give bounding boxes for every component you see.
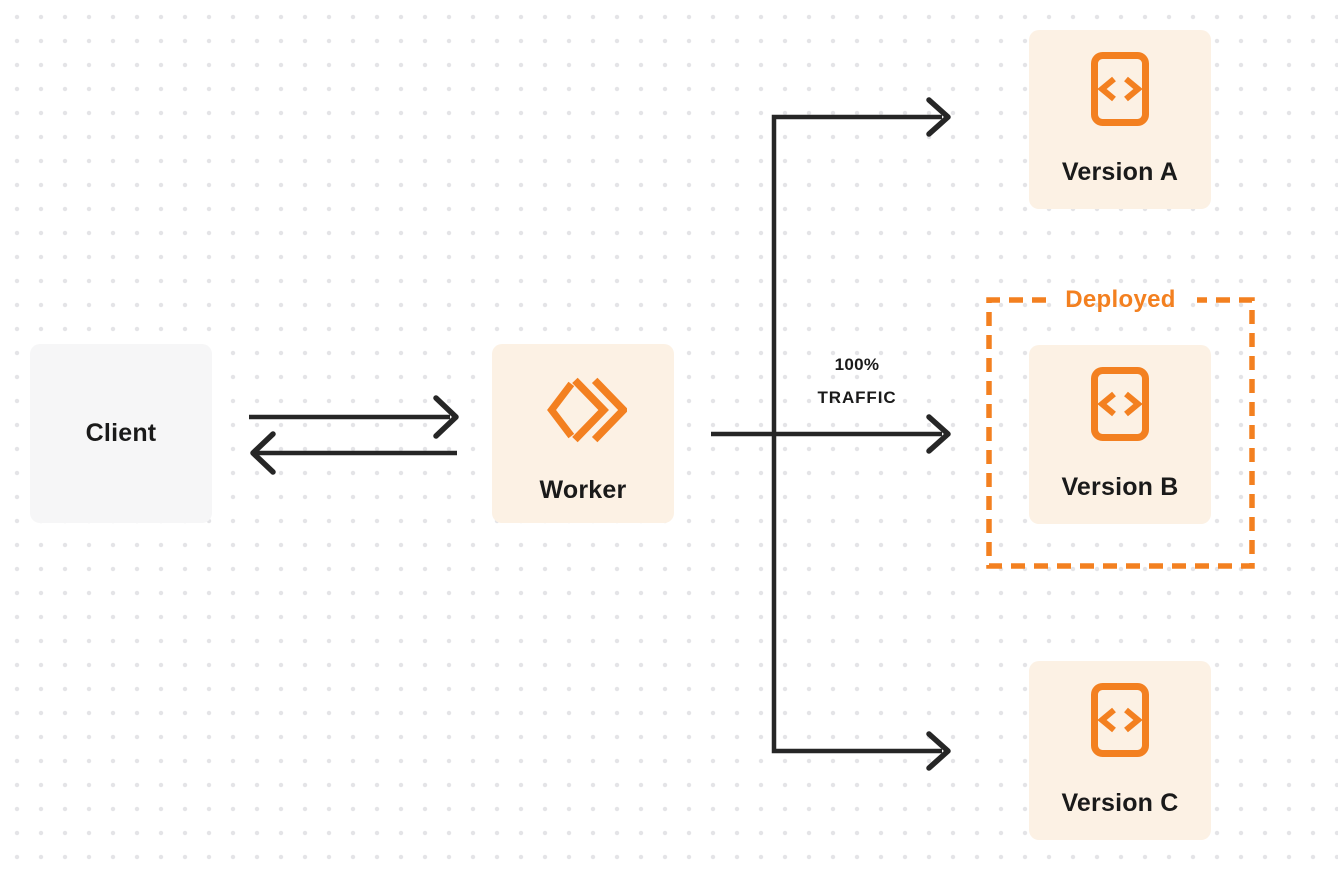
arrowhead-version-c (926, 731, 951, 771)
code-file-icon (1091, 683, 1149, 757)
version-c-label: Version C (1061, 789, 1179, 817)
arrowhead-version-a (926, 97, 951, 137)
deployed-dashed-border (986, 297, 1255, 569)
arrowhead-version-b (926, 414, 951, 454)
version-b-label-wrap: Version B (1029, 473, 1211, 505)
node-client: Client (30, 344, 212, 523)
client-label: Client (85, 419, 157, 447)
version-b-icon-wrap (1029, 367, 1211, 441)
version-c-icon-wrap (1029, 683, 1211, 757)
node-version-c: Version C (1029, 661, 1211, 840)
workers-logo-icon (547, 377, 627, 443)
deployed-label: Deployed (1065, 286, 1176, 313)
version-b-label: Version B (1061, 473, 1179, 501)
traffic-percent-text: 100% (834, 355, 880, 374)
arrowhead-worker-to-client (250, 431, 276, 475)
worker-label: Worker (539, 476, 627, 504)
version-a-label: Version A (1061, 158, 1179, 186)
code-file-icon (1091, 52, 1149, 126)
version-a-icon-wrap (1029, 52, 1211, 126)
version-a-label-wrap: Version A (1029, 158, 1211, 190)
edge-branch-versions-a-c (771, 114, 942, 754)
traffic-label: 100% TRAFFIC (790, 355, 924, 408)
version-c-label-wrap: Version C (1029, 789, 1211, 821)
node-worker: Worker (492, 344, 674, 523)
arrowhead-client-to-worker (433, 395, 459, 439)
code-file-icon (1091, 367, 1149, 441)
worker-label-wrap: Worker (492, 476, 674, 508)
traffic-word-text: TRAFFIC (817, 388, 897, 407)
node-version-b: Version B (1029, 345, 1211, 524)
node-version-a: Version A (1029, 30, 1211, 209)
worker-icon-wrap (492, 374, 674, 446)
